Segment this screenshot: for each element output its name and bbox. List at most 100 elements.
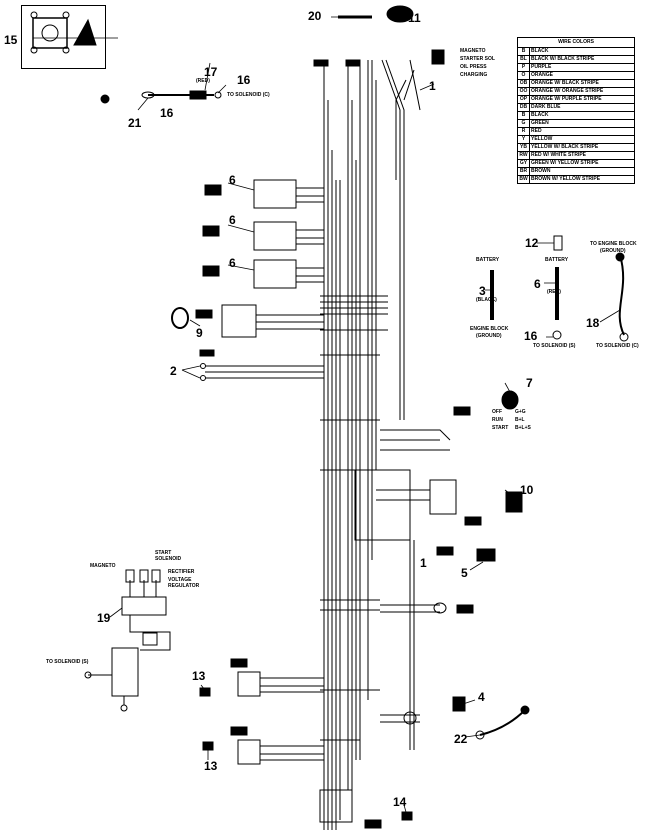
switch-6a xyxy=(253,179,324,209)
callout-15: 15 xyxy=(4,33,18,47)
callout-16c: 16 xyxy=(524,329,538,343)
label-to-solenoid-c: TO SOLENOID (C) xyxy=(596,343,639,349)
callout-6d: 6 xyxy=(534,277,541,291)
legend-name: GREEN xyxy=(529,119,635,128)
legend-name: RED xyxy=(529,127,635,136)
item-11-boot xyxy=(386,5,414,23)
legend-code: R xyxy=(517,127,530,136)
main-harness xyxy=(320,59,421,830)
label-black: (BLACK) xyxy=(476,297,497,303)
label-run: RUN xyxy=(492,417,503,423)
callout-1-top: 1 xyxy=(429,79,436,93)
legend-name: PURPLE xyxy=(529,63,635,72)
legend-code: B xyxy=(517,111,530,120)
legend-code: P xyxy=(517,63,530,72)
legend-name: BLACK xyxy=(529,111,635,120)
legend-name: YELLOW W/ BLACK STRIPE xyxy=(529,143,635,152)
left-lower xyxy=(237,671,353,823)
leader-lines xyxy=(33,14,621,813)
connector-9-assembly xyxy=(171,304,324,338)
callout-5: 5 xyxy=(461,566,468,580)
label-starter-sol: STARTER SOL xyxy=(460,56,495,62)
item-12-part xyxy=(553,235,563,251)
callout-12: 12 xyxy=(525,236,539,250)
legend-code: BL xyxy=(517,55,530,64)
label-red-6: (RED) xyxy=(547,289,561,295)
legend-name: ORANGE xyxy=(529,71,635,80)
legend-name: ORANGE W/ ORANGE STRIPE xyxy=(529,87,635,96)
callout-10: 10 xyxy=(520,483,534,497)
callout-22: 22 xyxy=(454,732,468,746)
legend-name: BROWN W/ YELLOW STRIPE xyxy=(529,175,635,184)
switch-6c xyxy=(253,259,324,289)
legend-code: OP xyxy=(517,95,530,104)
switch-6b xyxy=(253,221,324,251)
label-start: START xyxy=(492,425,509,431)
label-ground: (GROUND) xyxy=(476,333,502,339)
legend-code: OB xyxy=(517,79,530,88)
legend-code: BW xyxy=(517,175,530,184)
legend-name: GREEN W/ YELLOW STRIPE xyxy=(529,159,635,168)
callout-6b: 6 xyxy=(229,213,236,227)
callout-21: 21 xyxy=(128,116,142,130)
label-to-engine-block: TO ENGINE BLOCK xyxy=(590,241,637,247)
legend-name: ORANGE W/ BLACK STRIPE xyxy=(529,79,635,88)
callout-16b: 16 xyxy=(160,106,174,120)
label-engine-block: ENGINE BLOCK xyxy=(470,326,509,332)
label-to-solenoid-19: TO SOLENOID (S) xyxy=(46,659,89,665)
battery-cable-6 xyxy=(552,267,562,340)
label-charging: CHARGING xyxy=(460,72,488,78)
cable-22 xyxy=(475,705,530,740)
item-15-assembly xyxy=(30,11,97,54)
callout-2: 2 xyxy=(170,364,177,378)
legend-code: GY xyxy=(517,159,530,168)
connector-2 xyxy=(200,363,324,381)
regulator-19 xyxy=(84,569,171,712)
label-start-solenoid: START SOLENOID xyxy=(155,550,182,562)
legend-code: RW xyxy=(517,151,530,160)
item-10-module xyxy=(505,491,523,513)
callout-18: 18 xyxy=(586,316,600,330)
item-4-fuse xyxy=(452,696,466,712)
legend-name: BROWN xyxy=(529,167,635,176)
callout-1-mid: 1 xyxy=(420,556,427,570)
legend-name: YELLOW xyxy=(529,135,635,144)
legend-code: YB xyxy=(517,143,530,152)
legend-code: BR xyxy=(517,167,530,176)
label-start-val: B+L+S xyxy=(515,425,531,431)
legend-code: G xyxy=(517,119,530,128)
label-battery-2: BATTERY xyxy=(545,257,569,263)
callout-19: 19 xyxy=(97,611,111,625)
callout-9: 9 xyxy=(196,326,203,340)
legend-title: WIRE COLORS xyxy=(517,37,635,48)
label-battery: BATTERY xyxy=(476,257,500,263)
connector-blocks xyxy=(195,49,482,829)
callout-17: 17 xyxy=(204,65,218,79)
label-red-17: (RED) xyxy=(196,78,210,84)
legend-name: BLACK W/ BLACK STRIPE xyxy=(529,55,635,64)
callout-7: 7 xyxy=(526,376,533,390)
cable-16-17 xyxy=(141,90,222,100)
callout-20: 20 xyxy=(308,9,322,23)
callout-16a: 16 xyxy=(237,73,251,87)
label-rectifier: RECTIFIER xyxy=(168,569,195,575)
label-magneto-19: MAGNETO xyxy=(90,563,116,569)
callout-11: 11 xyxy=(408,11,421,25)
